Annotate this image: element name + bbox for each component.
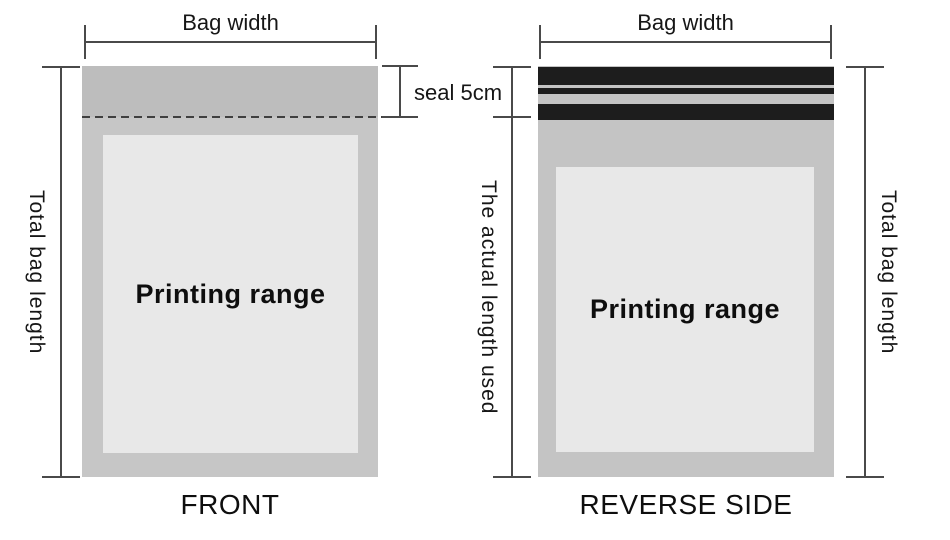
adhesive-stripe-bottom <box>538 104 834 120</box>
adhesive-stripe-middle <box>538 88 834 94</box>
front-bag-width-label: Bag width <box>182 10 279 35</box>
reverse-bag-width-dim-line <box>540 41 832 43</box>
reverse-printing-range-label: Printing range <box>589 294 780 324</box>
actual-length-bottom-tick <box>493 476 531 478</box>
reverse-total-length-bottom-tick <box>846 476 884 478</box>
seal-dim-bottom-tick <box>382 116 418 118</box>
front-bag-width-right-tick <box>375 25 377 59</box>
front-bag-width-dim-line <box>85 41 377 43</box>
reverse-total-length-label: Total bag length <box>877 189 900 355</box>
reverse-total-length-dim-line <box>864 67 866 477</box>
reverse-bag-width-left-tick <box>539 25 541 59</box>
front-total-length-label: Total bag length <box>25 189 48 355</box>
actual-length-label: The actual length used <box>477 179 500 415</box>
seal-label: seal 5cm <box>414 80 503 105</box>
front-printing-range-label: Printing range <box>135 278 326 309</box>
seal-dim-line <box>399 66 401 117</box>
adhesive-stripe-top <box>538 67 834 85</box>
actual-length-top-tick <box>493 66 531 68</box>
actual-length-flap-tick <box>493 116 531 118</box>
reverse-bag: Printing range <box>538 66 834 477</box>
reverse-printing-area: Printing range <box>556 167 814 452</box>
front-caption: FRONT <box>180 489 280 520</box>
front-bag: Printing range <box>82 66 378 477</box>
seal-dim-top-tick <box>382 65 418 67</box>
front-total-length-dim-line <box>60 67 62 477</box>
actual-length-dim-line <box>511 67 513 477</box>
front-seal-dashed-line <box>82 116 418 118</box>
front-printing-area: Printing range <box>103 135 358 453</box>
front-total-length-bottom-tick <box>42 476 80 478</box>
reverse-caption: REVERSE SIDE <box>579 489 793 520</box>
reverse-bag-width-label: Bag width <box>637 10 734 35</box>
front-bag-width-left-tick <box>84 25 86 59</box>
reverse-total-length-top-tick <box>846 66 884 68</box>
front-total-length-top-tick <box>42 66 80 68</box>
reverse-bag-width-right-tick <box>830 25 832 59</box>
front-seal-zone <box>82 66 378 117</box>
